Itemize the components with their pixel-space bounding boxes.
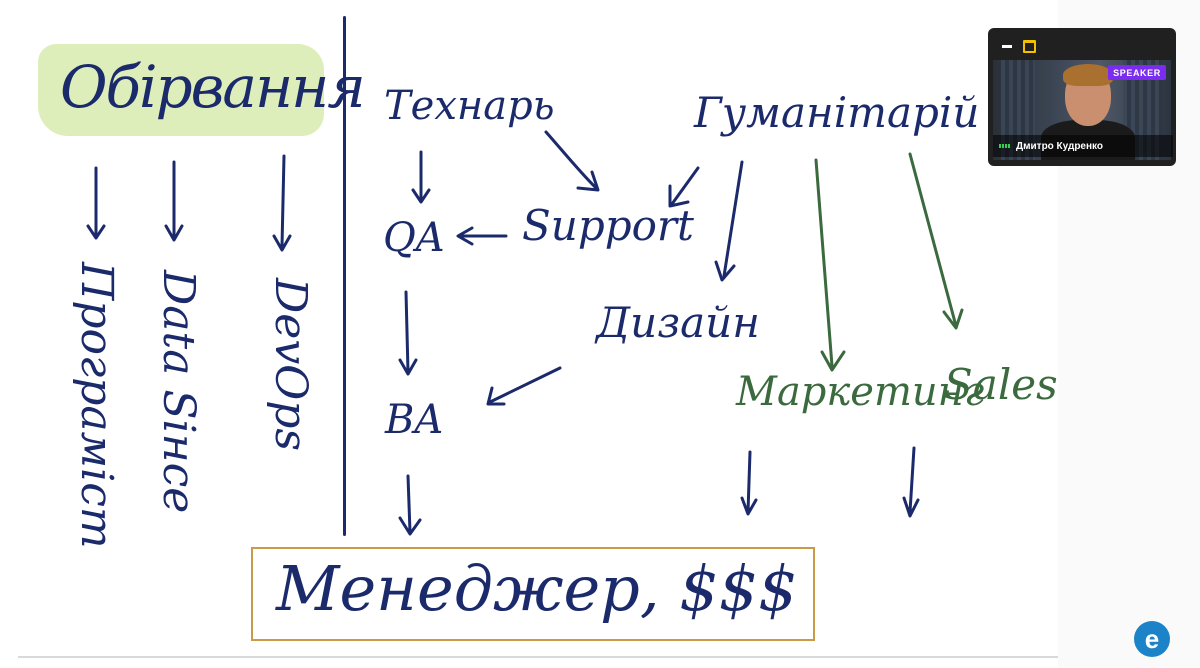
arrow-design-ba [486, 366, 562, 406]
whiteboard-bottom-line [18, 656, 1058, 658]
role-support: Support [522, 201, 694, 250]
arrow-humanities-sales [908, 152, 964, 330]
speaker-hair [1063, 64, 1113, 86]
speaker-name-bar: Дмитро Кудренко [993, 135, 1173, 157]
arrow-tech-qa [411, 150, 431, 204]
arrow-tech-support [544, 130, 600, 192]
role-humanities: Гуманітарій [694, 88, 980, 137]
window-icon[interactable] [1023, 40, 1036, 53]
minimize-icon[interactable] [1002, 45, 1012, 48]
heading-highlight [38, 44, 324, 136]
arrow-qa-ba [398, 290, 418, 376]
role-design: Дизайн [596, 298, 760, 347]
manager-box [251, 547, 815, 641]
arrow-humanities-marketing [814, 158, 846, 372]
section-divider [343, 16, 346, 536]
arrow-humanities-support [668, 166, 700, 208]
arrow-humanities-design [714, 160, 744, 282]
role-sales: Sales [944, 360, 1058, 409]
role-ba: BA [385, 397, 444, 443]
arrow-support-qa [456, 226, 508, 246]
arrow-data-science [164, 160, 184, 242]
left-heading: Обірвання [60, 53, 366, 121]
brand-logo-icon: e [1134, 621, 1170, 657]
speaker-name: Дмитро Кудренко [1016, 140, 1104, 152]
manager-label: Менеджер, $$$ [276, 552, 798, 625]
arrow-devops [272, 154, 292, 252]
speaker-tile-toolbar [988, 28, 1176, 58]
role-tech: Технарь [384, 83, 555, 129]
arrow-ba-manager [398, 474, 422, 536]
arrow-sales-manager [902, 446, 920, 518]
role-qa: QA [383, 215, 445, 261]
brand-logo-letter: e [1144, 624, 1160, 654]
mic-level-icon [999, 144, 1010, 148]
speaker-badge: SPEAKER [1108, 65, 1166, 80]
role-marketing: Маркетинг [736, 369, 985, 415]
arrow-programmer [86, 166, 106, 240]
arrow-marketing-manager [740, 450, 758, 516]
